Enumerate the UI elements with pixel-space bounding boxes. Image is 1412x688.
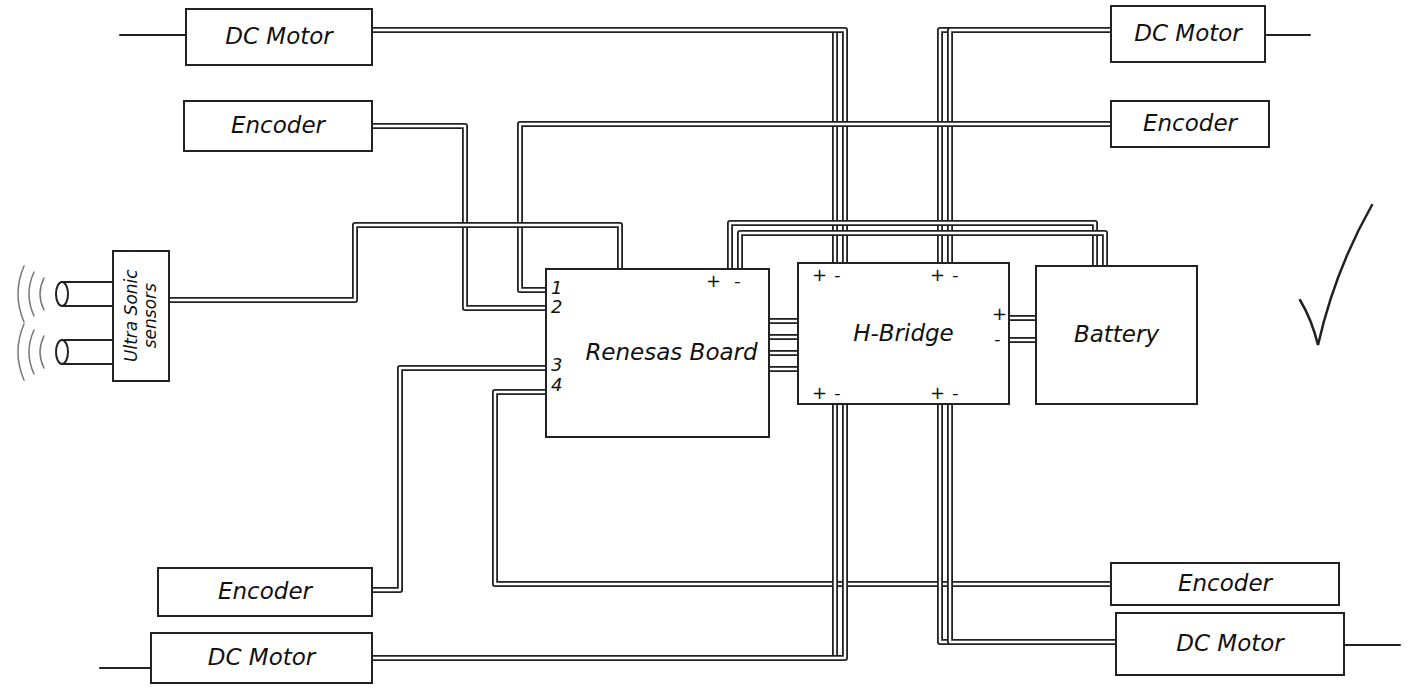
node-label: Encoder (1143, 111, 1237, 136)
motor-box: DC Motor (185, 8, 373, 66)
wire-outline (940, 30, 1110, 262)
wire-core (373, 405, 845, 658)
controller-box: Renesas Board (545, 268, 770, 438)
wire-core (170, 225, 620, 300)
terminal-sign: - (834, 266, 841, 284)
wire-core (940, 405, 1115, 642)
encoder-box: Encoder (183, 100, 373, 152)
terminal-sign: - (834, 384, 841, 402)
motor-shaft (1265, 34, 1310, 36)
sound-waves (18, 266, 44, 380)
wire (373, 405, 845, 658)
terminal-sign: - (734, 272, 741, 290)
terminal-sign: + (812, 266, 827, 284)
wire (940, 405, 1115, 642)
wire-core (770, 368, 797, 370)
wire-outline (770, 318, 797, 324)
wire-core (1010, 317, 1035, 319)
node-label: Encoder (231, 113, 325, 138)
wire-core (770, 320, 797, 322)
node-label: H-Bridge (853, 321, 954, 346)
wire-core (940, 30, 1110, 262)
terminal-sign: + (992, 305, 1007, 323)
wire (373, 368, 545, 590)
battery-box: Battery (1035, 265, 1198, 405)
wire-core (950, 30, 1110, 262)
node-label: DC Motor (225, 24, 333, 49)
node-label: DC Motor (208, 645, 316, 670)
wire-outline (770, 350, 797, 356)
sensor-box: Ultra Sonic sensors (112, 250, 170, 382)
motor-shaft (1345, 644, 1400, 646)
wire-outline (373, 405, 845, 658)
motor-shaft (120, 34, 185, 36)
wire (1010, 318, 1035, 340)
node-label: DC Motor (1134, 21, 1242, 46)
wire (770, 321, 797, 369)
wire-outline (950, 405, 1115, 642)
encoder-box: Encoder (1110, 562, 1340, 606)
pin-number: 4 (551, 376, 562, 394)
terminal-sign: + (706, 272, 721, 290)
wire-outline (940, 405, 1115, 642)
motor-box: DC Motor (150, 632, 373, 684)
node-label: Ultra Sonic sensors (122, 258, 159, 374)
wire-outline (520, 124, 1110, 290)
check-mark (1300, 205, 1372, 345)
motor-box: DC Motor (1115, 612, 1345, 676)
wire-core (770, 352, 797, 354)
wire-core (1010, 339, 1035, 341)
driver-box: H-Bridge (797, 262, 1010, 405)
terminal-sign: + (930, 384, 945, 402)
wire-outline (770, 334, 797, 340)
node-label: Encoder (218, 579, 312, 604)
ultrasonic-transducer (56, 282, 112, 364)
wire-core (520, 124, 1110, 290)
wire (170, 225, 620, 300)
terminal-sign: - (994, 330, 1001, 348)
terminal-sign: - (952, 266, 959, 284)
wire-core (373, 405, 835, 658)
terminal-sign: + (812, 384, 827, 402)
wire (520, 124, 1110, 290)
wire-outline (373, 405, 835, 658)
wire-outline (1010, 337, 1035, 343)
terminal-sign: + (930, 266, 945, 284)
wire-outline (770, 366, 797, 372)
wire-outline (170, 225, 620, 300)
wire-outline (373, 368, 545, 590)
wire-core (373, 368, 545, 590)
terminal-sign: - (952, 384, 959, 402)
wire-outline (1010, 315, 1035, 321)
pin-number: 1 (551, 279, 562, 297)
motor-shaft (100, 667, 150, 669)
node-label: Encoder (1178, 571, 1272, 596)
wire-core (770, 336, 797, 338)
node-label: DC Motor (1176, 631, 1284, 656)
encoder-box: Encoder (157, 567, 373, 617)
wire-core (950, 405, 1115, 642)
wire (940, 30, 1110, 262)
node-label: Battery (1074, 322, 1159, 347)
pin-number: 3 (551, 356, 562, 374)
pin-number: 2 (551, 298, 562, 316)
node-label: Renesas Board (585, 340, 757, 365)
motor-box: DC Motor (1110, 5, 1266, 63)
wire-outline (950, 30, 1110, 262)
encoder-box: Encoder (1110, 100, 1270, 148)
